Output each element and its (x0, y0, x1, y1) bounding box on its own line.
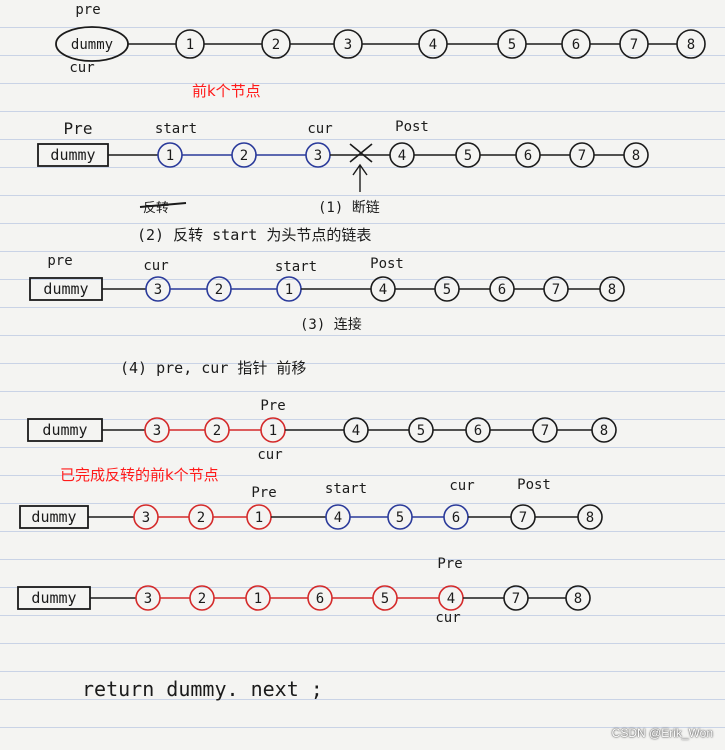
node-value: 3 (154, 282, 162, 298)
node-value: 1 (186, 37, 194, 53)
node-value: 8 (600, 423, 608, 439)
node-value: 5 (508, 37, 516, 53)
node-value: 2 (198, 591, 206, 607)
list-node (676, 29, 706, 59)
start-pointer-label: start (275, 259, 317, 275)
dummy-label: dummy (50, 146, 95, 164)
node-value: 7 (512, 591, 520, 607)
stage-2-list: dummy 1 2 3 4 5 6 7 8 Pre start cur Post (37, 119, 649, 168)
list-node (577, 504, 603, 530)
break-arrowhead (352, 163, 368, 176)
code-line: return dummy. next ; (82, 677, 323, 701)
dummy-label: dummy (71, 37, 113, 53)
post-pointer-label: Post (395, 119, 429, 135)
node-value: 1 (166, 148, 174, 164)
step-2-strike-label: 反转 (143, 201, 169, 216)
node-value: 7 (541, 423, 549, 439)
node-value: 8 (574, 591, 582, 607)
list-node (599, 276, 625, 302)
node-value: 3 (142, 510, 150, 526)
dummy-label: dummy (31, 508, 76, 526)
node-value: 4 (352, 423, 360, 439)
node-value: 2 (272, 37, 280, 53)
node-value: 7 (519, 510, 527, 526)
node-value: 6 (498, 282, 506, 298)
stage-6-list: dummy 3 2 1 6 5 4 7 8 Pre cur (17, 556, 591, 626)
watermark: CSDN @Erik_Won (611, 726, 713, 740)
step-3-label: (3) 连接 (300, 316, 362, 333)
node-value: 8 (632, 148, 640, 164)
node-value: 6 (474, 423, 482, 439)
node-value: 5 (417, 423, 425, 439)
pre-pointer-label: pre (47, 253, 72, 269)
node-value: 8 (687, 37, 695, 53)
stage-3-list: dummy 3 2 1 4 5 6 7 8 pre cur start Post (29, 253, 625, 302)
node-value: 7 (578, 148, 586, 164)
list-node (623, 142, 649, 168)
node-value: 6 (452, 510, 460, 526)
dummy-label: dummy (42, 421, 87, 439)
cur-pointer-label: cur (435, 610, 460, 626)
strike-through (139, 202, 187, 208)
node-value: 3 (314, 148, 322, 164)
start-pointer-label: start (325, 481, 367, 497)
list-node (565, 585, 591, 611)
dummy-label: dummy (43, 280, 88, 298)
node-value: 3 (144, 591, 152, 607)
pre-pointer-label: Pre (260, 398, 285, 414)
node-value: 4 (334, 510, 342, 526)
start-pointer-label: start (155, 121, 197, 137)
node-value: 2 (197, 510, 205, 526)
cur-pointer-label: cur (257, 447, 282, 463)
stage-4-list: dummy 3 2 1 4 5 6 7 8 Pre cur (27, 398, 617, 463)
note-reversed-first-k: 已完成反转的前k个节点 (60, 466, 219, 484)
pre-pointer-label: Pre (64, 119, 93, 138)
post-pointer-label: Post (517, 477, 551, 493)
node-value: 5 (396, 510, 404, 526)
break-mark-b (349, 143, 373, 163)
post-pointer-label: Post (370, 256, 404, 272)
node-value: 3 (344, 37, 352, 53)
node-value: 7 (552, 282, 560, 298)
cur-pointer-label: cur (143, 258, 168, 274)
cur-pointer-label: cur (449, 478, 474, 494)
node-value: 4 (398, 148, 406, 164)
node-value: 5 (464, 148, 472, 164)
step-2-label: (2) 反转 start 为头节点的链表 (137, 226, 371, 244)
node-value: 8 (608, 282, 616, 298)
node-value: 2 (215, 282, 223, 298)
node-value: 2 (240, 148, 248, 164)
pre-pointer-label: Pre (437, 556, 462, 572)
node-value: 4 (447, 591, 455, 607)
step-1-label: (1) 断链 (318, 200, 380, 216)
cur-pointer-label: cur (307, 121, 332, 137)
note-first-k: 前k个节点 (192, 82, 261, 100)
cur-pointer-label: cur (69, 60, 94, 76)
node-value: 1 (269, 423, 277, 439)
stage-5-list: dummy 3 2 1 4 5 6 7 8 Pre start cur Post (19, 477, 603, 530)
list-node (591, 417, 617, 443)
node-value: 7 (630, 37, 638, 53)
node-value: 8 (586, 510, 594, 526)
dummy-label: dummy (31, 589, 76, 607)
node-value: 5 (381, 591, 389, 607)
node-value: 4 (379, 282, 387, 298)
node-value: 1 (255, 510, 263, 526)
node-value: 4 (429, 37, 437, 53)
node-value: 6 (572, 37, 580, 53)
pre-pointer-label: pre (75, 2, 100, 18)
step-4-label: (4) pre, cur 指针 前移 (120, 359, 306, 377)
node-value: 1 (285, 282, 293, 298)
node-value: 6 (316, 591, 324, 607)
stage-1-list: dummy 1 2 3 4 5 6 7 8 pre cur (55, 2, 706, 76)
node-value: 3 (153, 423, 161, 439)
node-value: 2 (213, 423, 221, 439)
node-value: 5 (443, 282, 451, 298)
node-value: 6 (524, 148, 532, 164)
pre-pointer-label: Pre (251, 485, 276, 501)
node-value: 1 (254, 591, 262, 607)
